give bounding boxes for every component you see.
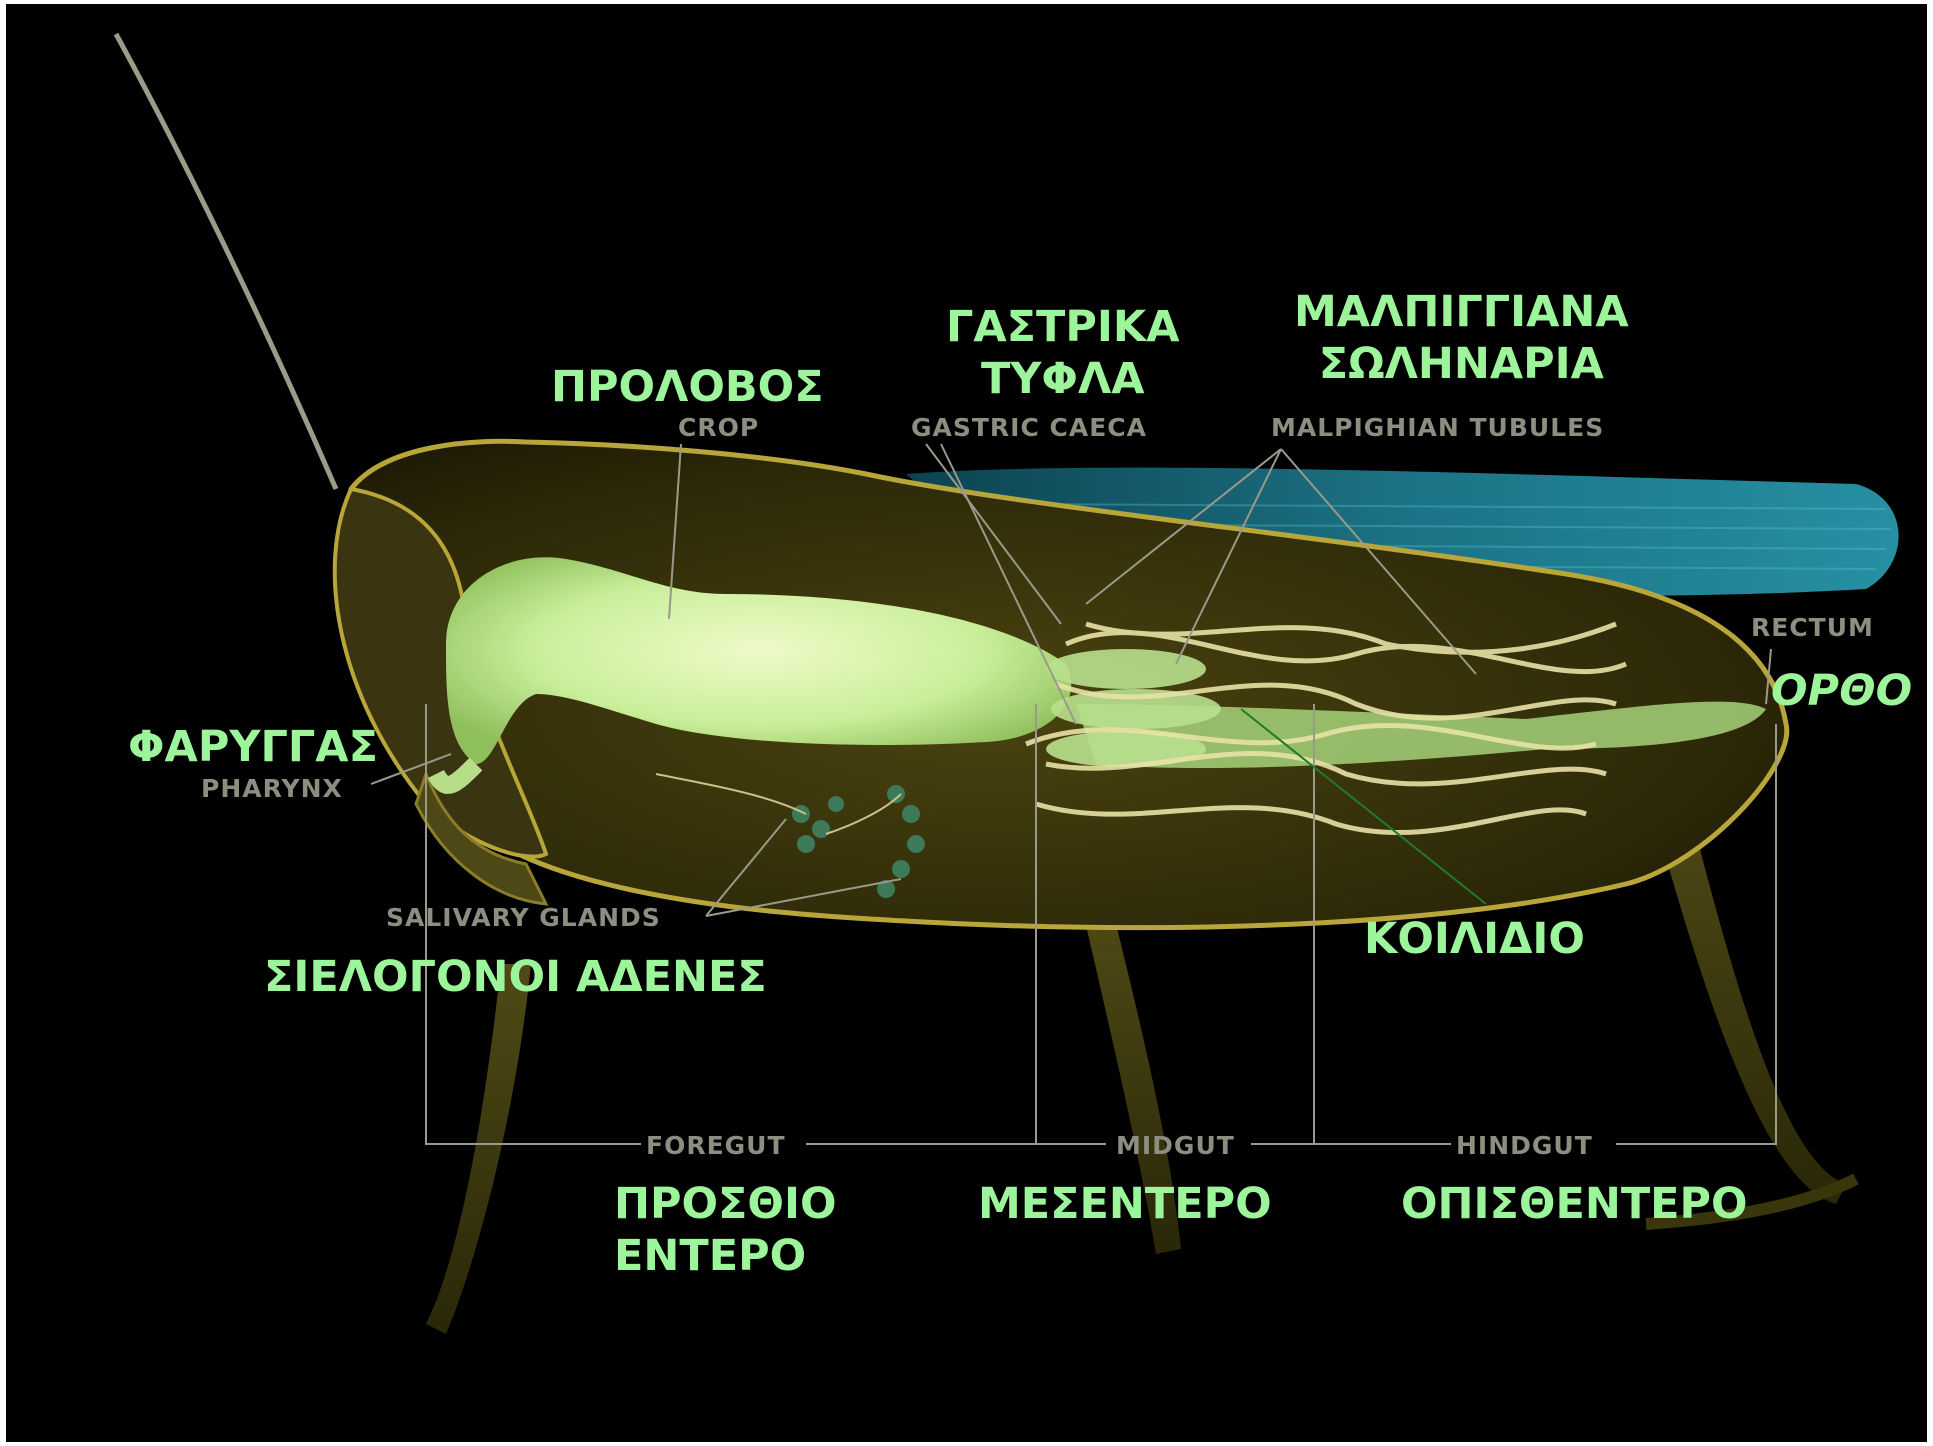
- label-salivary-glands: SALIVARY GLANDS: [386, 903, 661, 932]
- greek-label-sielogonoi: ΣΙΕΛΟΓΟΝΟΙ ΑΔΕΝΕΣ: [264, 952, 767, 1004]
- label-gastric-caeca: GASTRIC CAECA: [911, 413, 1147, 442]
- greek-label-gastrika-line2: ΤΥΦΛΑ: [946, 354, 1180, 406]
- greek-label-gastrika-typhla: ΓΑΣΤΡΙΚΑ ΤΥΦΛΑ: [946, 302, 1180, 405]
- greek-label-ortho: ΟΡΘΟ: [1771, 666, 1912, 718]
- label-hindgut: HINDGUT: [1456, 1131, 1593, 1160]
- label-malpighian-tubules: MALPIGHIAN TUBULES: [1271, 413, 1604, 442]
- label-foregut: FOREGUT: [646, 1131, 786, 1160]
- greek-label-koilidio: ΚΟΙΛΙΔΙΟ: [1364, 914, 1585, 966]
- greek-label-malpighiana: ΜΑΛΠΙΓΓΙΑΝΑ ΣΩΛΗΝΑΡΙΑ: [1294, 287, 1629, 390]
- label-midgut: MIDGUT: [1116, 1131, 1235, 1160]
- greek-label-prolovos: ΠΡΟΛΟΒΟΣ: [551, 362, 824, 414]
- antenna: [116, 34, 336, 489]
- label-rectum: RECTUM: [1751, 613, 1874, 642]
- greek-label-opisthentero: ΟΠΙΣΘΕΝΤΕΡΟ: [1401, 1179, 1748, 1231]
- front-leg: [426, 964, 531, 1334]
- gastric-caeca: [1046, 649, 1221, 767]
- diagram-canvas: CROP GASTRIC CAECA MALPIGHIAN TUBULES RE…: [6, 4, 1927, 1442]
- label-crop: CROP: [678, 413, 759, 442]
- greek-label-gastrika-line1: ΓΑΣΤΡΙΚΑ: [946, 302, 1180, 354]
- label-pharynx: PHARYNX: [201, 774, 343, 803]
- greek-label-faryggas: ΦΑΡΥΓΓΑΣ: [128, 722, 378, 774]
- greek-label-malpighiana-line2: ΣΩΛΗΝΑΡΙΑ: [1294, 339, 1629, 391]
- greek-label-prosthio-line2: ΕΝΤΕΡΟ: [614, 1231, 837, 1283]
- greek-label-prosthio-entero: ΠΡΟΣΘΙΟ ΕΝΤΕΡΟ: [614, 1179, 837, 1282]
- greek-label-prosthio-line1: ΠΡΟΣΘΙΟ: [614, 1179, 837, 1231]
- greek-label-malpighiana-line1: ΜΑΛΠΙΓΓΙΑΝΑ: [1294, 287, 1629, 339]
- greek-label-mesentero: ΜΕΣΕΝΤΕΡΟ: [978, 1179, 1272, 1231]
